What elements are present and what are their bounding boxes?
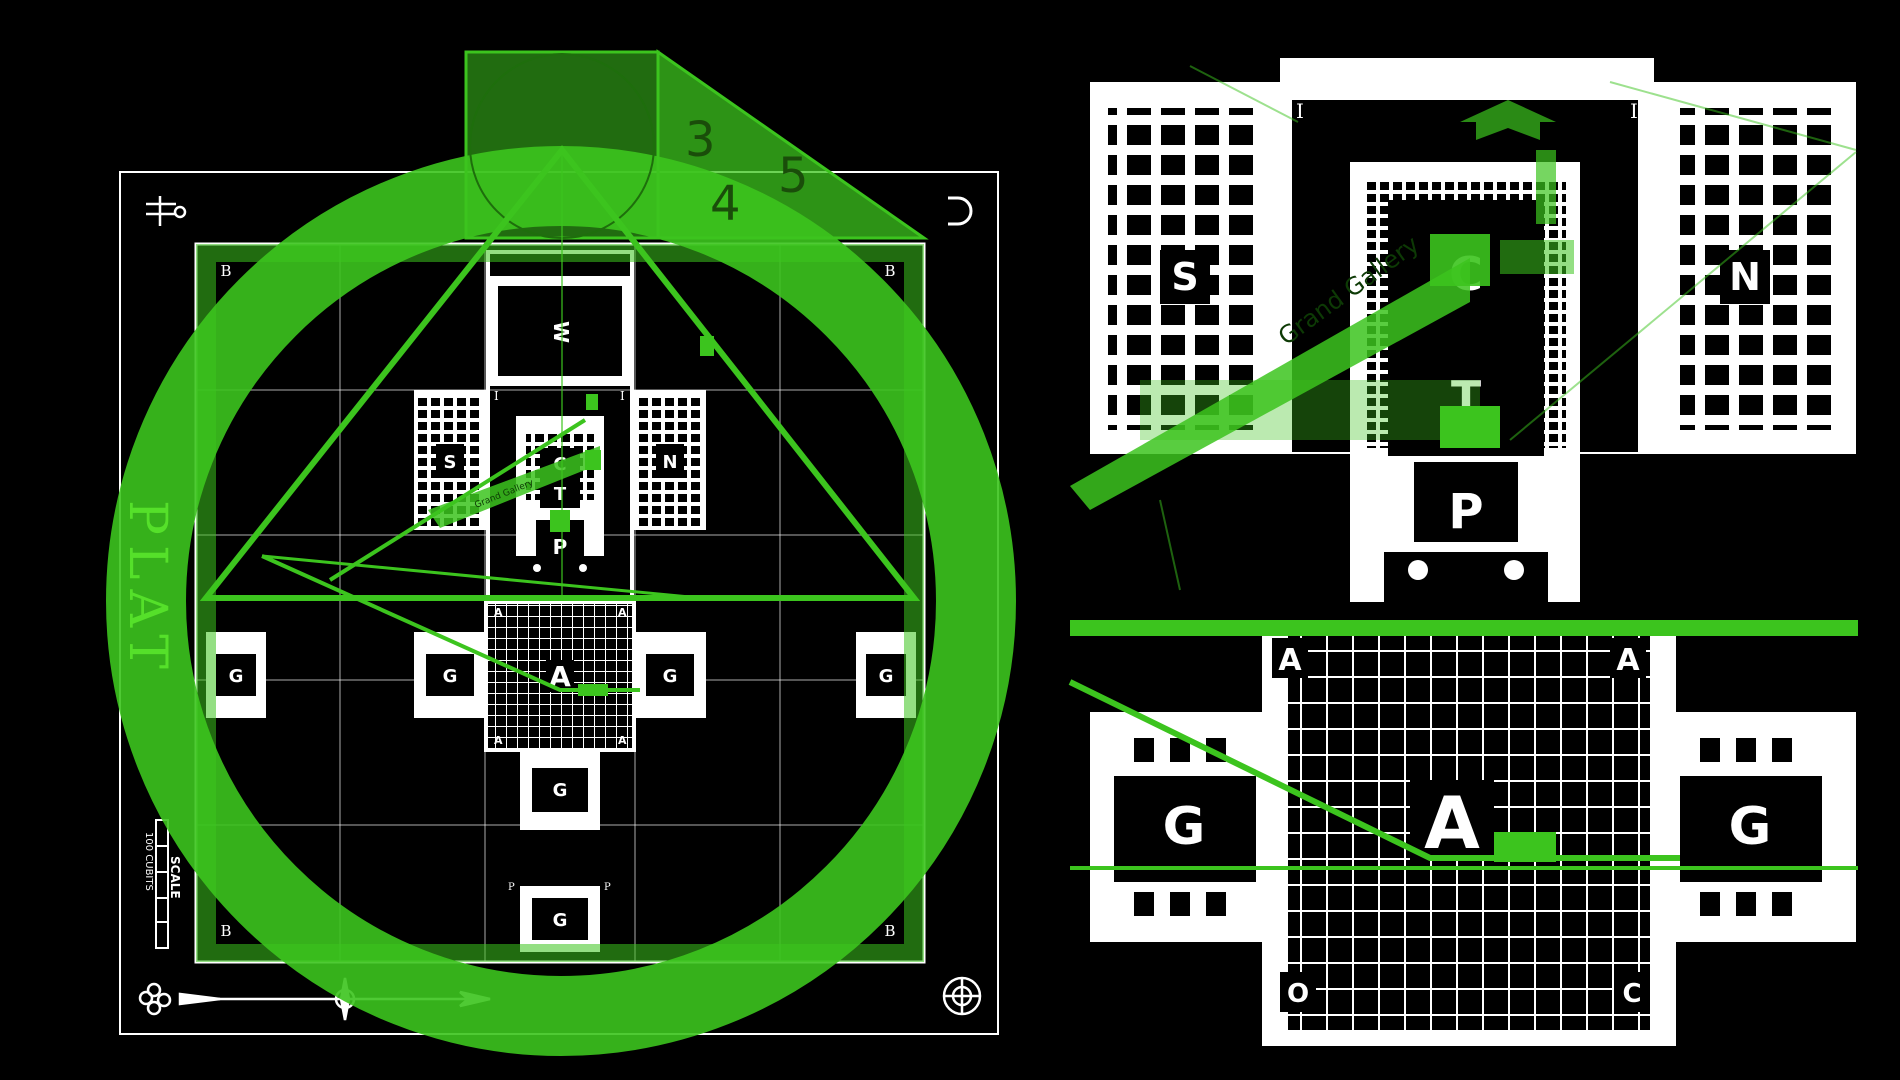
right-a-mark-right: A	[1616, 643, 1640, 678]
quatrefoil-icon-bottom-left	[138, 982, 172, 1016]
left-gate-label-6: G	[553, 910, 568, 931]
left-i-mark-1: I	[494, 389, 499, 403]
left-345-triangle	[656, 49, 929, 240]
left-plan: W S N C T P I I A A A A A G	[106, 49, 1016, 1056]
left-s-label: S	[444, 452, 457, 473]
left-p-mark-1: P	[508, 882, 515, 893]
left-corner-b-tr: B	[884, 262, 895, 280]
left-grand-gallery-band	[428, 446, 600, 528]
right-i-mark-1: I	[1296, 99, 1304, 123]
right-i-mark-2: I	[1630, 99, 1638, 123]
right-arrow-marker	[1460, 100, 1556, 140]
left-gate-label-1: G	[229, 666, 244, 687]
right-gate-label-2: G	[1729, 797, 1772, 857]
left-corner-b-bl: B	[220, 922, 231, 940]
left-gate-south-outer: G P P	[508, 882, 611, 952]
right-a-mark-left: A	[1278, 643, 1302, 678]
right-gate-west: G	[1114, 738, 1256, 916]
left-t-label: T	[554, 484, 567, 505]
left-gate-label-2: G	[443, 666, 458, 687]
scale-units: 100 CUBITS	[143, 832, 154, 891]
left-gate-south-inner: G	[520, 752, 600, 830]
right-green-overlay: Grand Gallery	[1068, 65, 1858, 870]
left-a-label: A	[549, 660, 571, 693]
right-plan: I I S N C T P A A A O C	[1068, 58, 1858, 1046]
right-p-label: P	[1448, 484, 1483, 540]
left-plat-title: PLAT	[117, 500, 177, 679]
right-gate-east: G	[1680, 738, 1822, 916]
rosette-icon-bottom-right	[942, 976, 982, 1016]
left-large-triangle	[199, 145, 921, 601]
left-side-3: 3	[685, 112, 716, 168]
left-gate-east-inner: G	[634, 632, 706, 718]
right-bottom-mark-o: O	[1287, 979, 1309, 1009]
right-n-label: N	[1729, 255, 1761, 299]
left-side-4: 4	[710, 176, 741, 232]
left-side-5: 5	[778, 148, 809, 204]
right-grand-gallery-band	[1070, 258, 1470, 510]
left-a-mark-br: A	[618, 734, 627, 747]
left-gate-label-3: G	[663, 666, 678, 687]
left-a-mark-tl: A	[494, 606, 503, 619]
right-horizontal-band	[1070, 620, 1858, 636]
left-corner-b-tl: B	[220, 262, 231, 280]
scale-bar: SCALE 100 CUBITS	[143, 819, 182, 949]
horseshoe-icon-top-right	[948, 196, 973, 226]
left-gate-west-inner: G	[414, 632, 486, 718]
left-corner-b-br: B	[884, 922, 895, 940]
right-gate-label-1: G	[1163, 797, 1206, 857]
left-gate-label-5: G	[553, 780, 568, 801]
scale-title: SCALE	[168, 856, 182, 899]
left-n-label: N	[662, 452, 677, 473]
left-a-mark-tr: A	[618, 606, 627, 619]
glyph-icon-top-left	[146, 196, 187, 226]
left-i-mark-2: I	[620, 389, 625, 403]
right-a-label: A	[1424, 781, 1480, 865]
left-p-label: P	[553, 535, 568, 559]
left-gate-label-4: G	[879, 666, 894, 687]
right-bottom-mark-c: C	[1622, 979, 1641, 1009]
left-p-mark-2: P	[604, 882, 611, 893]
left-a-mark-bl: A	[494, 734, 503, 747]
right-s-label: S	[1171, 255, 1198, 299]
